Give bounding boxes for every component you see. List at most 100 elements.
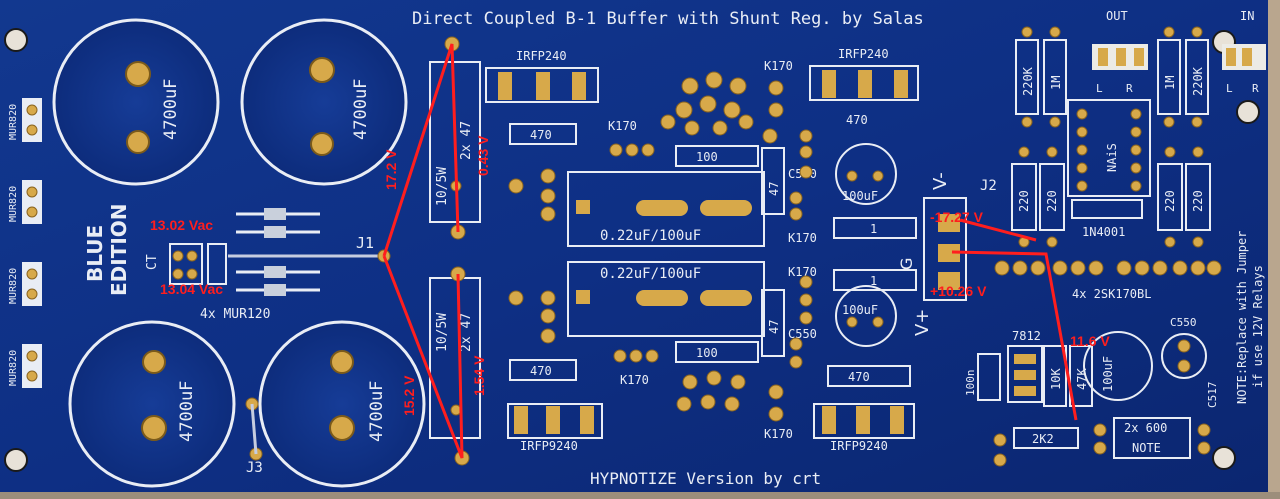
r220k-label: 220K <box>1191 66 1205 96</box>
probe-lines <box>382 43 1078 459</box>
jfet-label: 4x 2SK170BL <box>1072 287 1151 301</box>
r220k-label: 220K <box>1021 66 1035 96</box>
r470-label: 470 <box>848 370 870 384</box>
r220-label: 220 <box>1017 190 1031 212</box>
k170-label: K170 <box>764 427 793 441</box>
r1-label: 1 <box>870 274 877 288</box>
vplus-out-reading: +10.26 V <box>930 283 987 299</box>
l-label: L <box>1096 82 1103 95</box>
vminus-out-reading: -17.27 V <box>930 209 984 225</box>
j1-label: J1 <box>356 234 374 252</box>
r10-5w-label: 10/5W <box>435 167 450 206</box>
cap-100uf: 100uF 100uF 100uF <box>835 143 1153 401</box>
r2k2-label: 2K2 <box>1032 432 1054 446</box>
rail-neg-drop-reading: 1.54 V <box>471 355 487 396</box>
irfp240-label: IRFP240 <box>838 47 889 61</box>
in-header: IN <box>1222 9 1266 70</box>
irfp9240-label: IRFP9240 <box>520 439 578 453</box>
c550-label: C550 <box>1170 316 1197 329</box>
in-label: IN <box>1240 9 1254 23</box>
bridge-label: 4x MUR120 <box>200 307 270 322</box>
r10-5w-label: 10/5W <box>435 313 450 352</box>
r47-label: 47 <box>767 320 781 334</box>
r10k-label: 10K <box>1049 368 1063 390</box>
j2-label: J2 <box>980 178 997 194</box>
mur820-label: MUR820 <box>8 350 19 386</box>
r470-label: 470 <box>530 364 552 378</box>
filter-capacitors <box>52 18 426 488</box>
rail-pos-drop-reading: 0.43 V <box>475 135 491 176</box>
signal-resistors <box>509 123 917 387</box>
r2x47-label: 2x 47 <box>459 313 474 352</box>
mosfet-bottom-left: IRFP9240 <box>507 403 603 453</box>
note-line1: NOTE:Replace with Jumper <box>1235 231 1249 404</box>
k170-label: K170 <box>788 231 817 245</box>
film-cap-label: 0.22uF/100uF <box>600 228 701 244</box>
power-connector: V- V+ G J2 <box>897 172 997 336</box>
bridge-rectifier: 4x MUR120 <box>169 208 320 322</box>
r1m-label: 1M <box>1049 76 1063 90</box>
r47-label: 47 <box>767 182 781 196</box>
mur820-label: MUR820 <box>8 186 19 222</box>
r220-label: 220 <box>1045 190 1059 212</box>
mosfet-top-right: IRFP240 <box>809 47 919 101</box>
out-label: OUT <box>1106 9 1128 23</box>
r1-label: 1 <box>870 222 877 236</box>
ct-label: CT <box>145 254 160 270</box>
reg-label: 7812 <box>1012 329 1041 343</box>
ac-top-reading: 13.02 Vac <box>150 217 213 233</box>
r2x47-label: 2x 47 <box>459 121 474 160</box>
mur820-label: MUR820 <box>8 268 19 304</box>
r100-label: 100 <box>696 150 718 164</box>
mosfet-top-left: IRFP240 <box>485 49 599 103</box>
board-footer: HYPNOTIZE Version by crt <box>590 469 821 488</box>
r-label: R <box>1126 82 1133 95</box>
mur820-diodes: MUR820 MUR820 MUR820 MUR820 <box>8 98 42 388</box>
vplus-label: V+ <box>912 309 933 336</box>
l-label: L <box>1226 82 1233 95</box>
k170-label: K170 <box>764 59 793 73</box>
edition-line1: BLUE <box>83 225 107 282</box>
out-header: OUT <box>1092 9 1148 70</box>
rail-resistors: 10/5W 2x 47 10/5W 2x 47 <box>429 36 481 466</box>
k170-label: K170 <box>608 119 637 133</box>
mur820-label: MUR820 <box>8 104 19 140</box>
jfet-pads <box>994 260 1222 276</box>
j3-label: J3 <box>246 460 263 476</box>
r47k-label: 47K <box>1075 368 1089 390</box>
rail-pos-raw-reading: 17.2 V <box>383 149 399 190</box>
k170-label: K170 <box>788 265 817 279</box>
board-title: Direct Coupled B-1 Buffer with Shunt Reg… <box>412 9 924 29</box>
c550-label: C550 <box>788 327 817 341</box>
r470-label: 470 <box>846 113 868 127</box>
regulator: 7812 10K 47K 100n <box>964 329 1093 407</box>
c517-label: C517 <box>1206 382 1219 409</box>
c100n-label: 100n <box>964 370 977 397</box>
r1m-label: 1M <box>1163 76 1177 90</box>
cap-label: 4700uF <box>367 381 387 442</box>
io-resistors <box>1011 39 1211 231</box>
film-cap-label: 0.22uF/100uF <box>600 266 701 282</box>
relay-label: NAiS <box>1105 143 1119 172</box>
diode-label: 1N4001 <box>1082 225 1125 239</box>
cap-label: 4700uF <box>351 79 371 140</box>
relay-voltage-reading: 11.6 V <box>1070 333 1110 349</box>
vminus-label: V- <box>930 172 951 190</box>
relay: NAiS <box>1067 99 1151 197</box>
r-label: R <box>1252 82 1259 95</box>
k170-label: K170 <box>620 373 649 387</box>
note-box-label: NOTE <box>1132 441 1161 455</box>
note-line2: if use 12V Relays <box>1251 265 1265 388</box>
r100-label: 100 <box>696 346 718 360</box>
irfp9240-label: IRFP9240 <box>830 439 888 453</box>
film-capacitors: 0.22uF/100uF 0.22uF/100uF <box>567 171 765 337</box>
g-label: G <box>897 258 916 270</box>
cap-label: 4700uF <box>177 381 197 442</box>
cap100-label: 100uF <box>842 189 878 203</box>
r220-label: 220 <box>1191 190 1205 212</box>
r470-label: 470 <box>530 128 552 142</box>
r2x600-label: 2x 600 <box>1124 421 1167 435</box>
ac-bottom-reading: 13.04 Vac <box>160 281 223 297</box>
cap-label: 4700uF <box>161 79 181 140</box>
